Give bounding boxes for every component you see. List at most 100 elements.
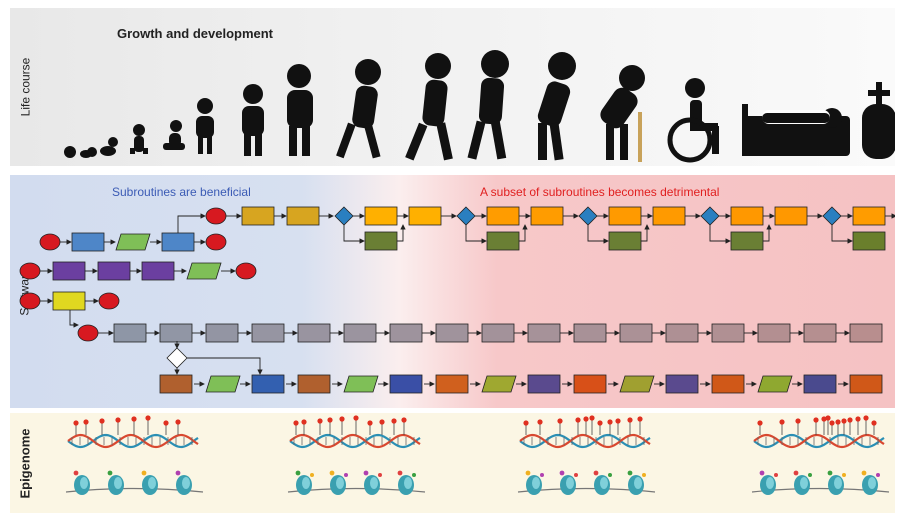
elderly-cane-icon	[600, 65, 645, 162]
start-end-node	[77, 324, 99, 342]
histone-mark	[295, 470, 301, 476]
process-box	[730, 206, 764, 226]
histone-mark	[793, 470, 799, 476]
methylation-mark	[615, 418, 621, 424]
histone-mark	[876, 473, 880, 477]
histone-mark	[378, 473, 382, 477]
methylation-mark	[607, 419, 613, 425]
methylation-mark	[339, 416, 345, 422]
methylation-mark	[835, 419, 841, 425]
process-box	[849, 323, 883, 343]
methylation-mark	[523, 420, 529, 426]
life-course-panel: Life course Growth and development	[10, 8, 895, 166]
methylation-mark	[597, 420, 603, 426]
wheelchair-icon	[667, 78, 719, 163]
methylation-mark	[115, 417, 121, 423]
process-box	[527, 323, 561, 343]
process-box	[849, 374, 883, 394]
histone-mark	[642, 473, 646, 477]
process-box	[71, 232, 105, 252]
nucleosome-highlight	[80, 477, 88, 489]
process-box	[297, 374, 331, 394]
process-box	[364, 231, 398, 251]
process-box	[97, 261, 131, 281]
decision-node	[456, 206, 476, 226]
process-box	[159, 323, 193, 343]
process-box	[803, 323, 837, 343]
decision-node	[166, 347, 188, 369]
methylation-mark	[293, 420, 299, 426]
methylation-mark	[757, 420, 763, 426]
methylation-mark	[583, 416, 589, 422]
process-box	[608, 206, 642, 226]
nucleosome-highlight	[800, 477, 808, 489]
histone-mark	[412, 473, 416, 477]
nucleosome-highlight	[404, 477, 412, 489]
flow-arrow	[397, 224, 406, 242]
methylation-mark	[871, 420, 877, 426]
methylation-mark	[779, 419, 785, 425]
start-end-node	[205, 207, 227, 225]
flow-arrow	[641, 224, 650, 242]
nucleosome-highlight	[834, 477, 842, 489]
methylation-mark	[537, 419, 543, 425]
methylation-mark	[367, 420, 373, 426]
methylation-mark	[637, 416, 643, 422]
nucleosome-highlight	[370, 477, 378, 489]
data-node	[115, 233, 151, 251]
methylation-mark	[589, 415, 595, 421]
infant-icon	[100, 137, 118, 156]
histone-mark	[525, 470, 531, 476]
software-panel: Software Subroutines are beneficial A su…	[10, 175, 895, 408]
nucleosome-highlight	[600, 477, 608, 489]
histone-mark	[175, 470, 181, 476]
methylation-mark	[175, 419, 181, 425]
nucleosome-highlight	[766, 477, 774, 489]
process-box	[852, 231, 886, 251]
methylation-mark	[841, 418, 847, 424]
methylation-mark	[99, 418, 105, 424]
start-end-node	[235, 262, 257, 280]
stooped-adult-icon	[537, 52, 576, 161]
process-box	[481, 323, 515, 343]
process-box	[251, 374, 285, 394]
process-box	[619, 323, 653, 343]
methylation-mark	[575, 417, 581, 423]
adult-icon	[467, 50, 509, 160]
dna-strand	[753, 433, 885, 449]
start-end-node	[98, 292, 120, 310]
methylation-mark	[145, 415, 151, 421]
process-box	[530, 206, 564, 226]
histone-mark	[141, 470, 147, 476]
process-box	[711, 374, 745, 394]
nucleosome-highlight	[114, 477, 122, 489]
nucleosome-highlight	[634, 477, 642, 489]
process-box	[573, 374, 607, 394]
young-adult-icon	[405, 53, 453, 161]
dna-strand	[67, 433, 199, 449]
process-box	[486, 231, 520, 251]
dna-strand	[289, 433, 421, 449]
histone-mark	[344, 473, 348, 477]
flowchart	[19, 206, 895, 394]
process-box	[159, 374, 193, 394]
process-box	[852, 206, 886, 226]
nucleosome-highlight	[566, 477, 574, 489]
process-box	[241, 206, 275, 226]
dna-strand	[519, 433, 651, 449]
methylation-mark	[627, 417, 633, 423]
methylation-mark	[327, 417, 333, 423]
process-box	[364, 206, 398, 226]
toddler-sitting-icon	[163, 120, 185, 150]
methylation-mark	[317, 418, 323, 424]
grave-icon	[862, 82, 895, 159]
bedridden-icon	[742, 104, 850, 156]
process-box	[389, 374, 423, 394]
flow-arrow	[187, 357, 263, 375]
decision-node	[334, 206, 354, 226]
histone-mark	[107, 470, 113, 476]
process-box	[408, 206, 442, 226]
epigenome-panel: Epigenome	[10, 413, 895, 513]
process-box	[205, 323, 239, 343]
flow-arrow	[709, 225, 731, 244]
